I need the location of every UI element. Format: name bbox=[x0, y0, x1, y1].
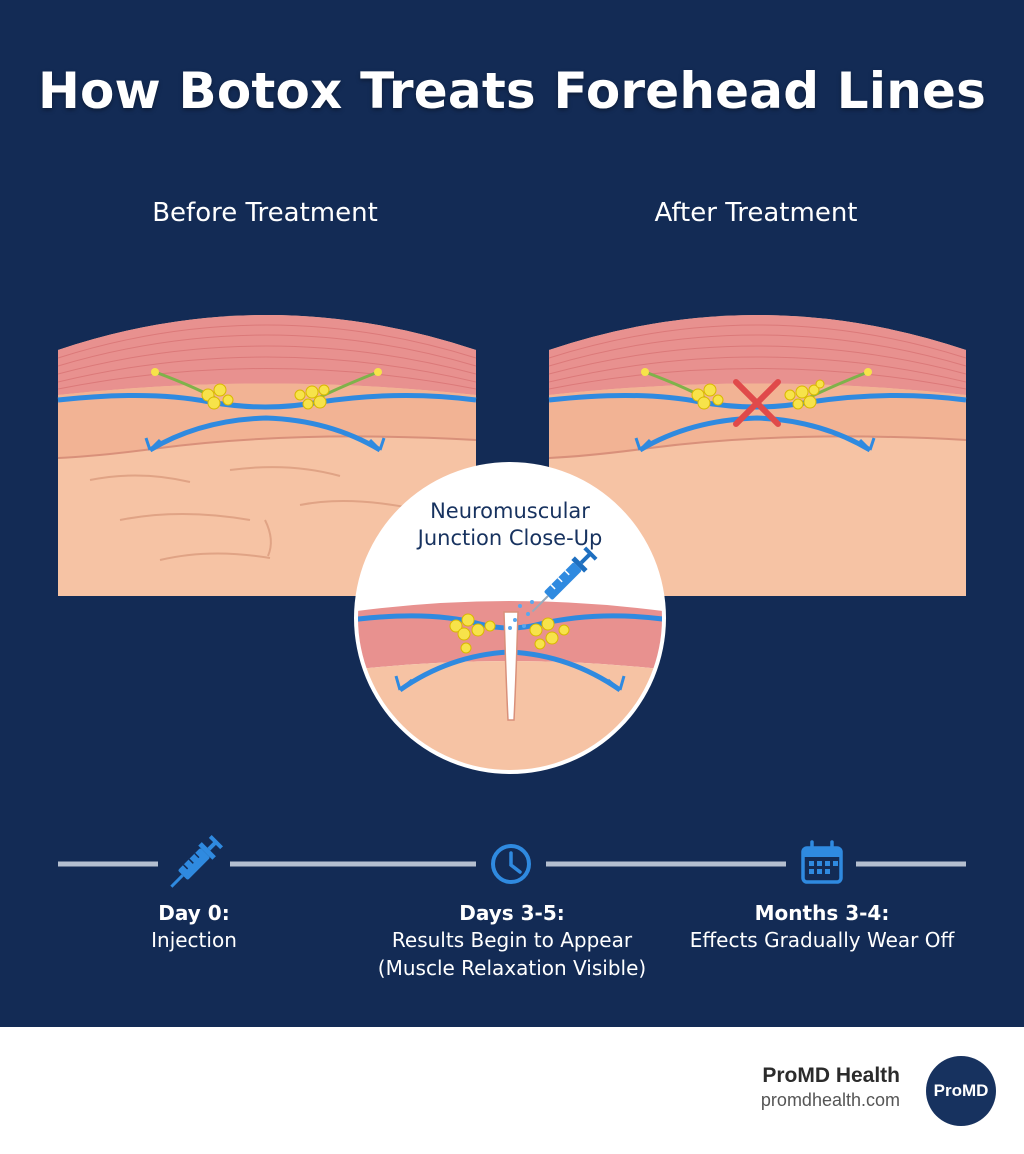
before-skin-diagram bbox=[57, 315, 477, 596]
closeup-label-line1: Neuromuscular bbox=[430, 499, 590, 523]
brand-logo: ProMD bbox=[926, 1056, 996, 1126]
timeline-step-days3-5: Days 3-5: Results Begin to Appear (Muscl… bbox=[352, 900, 672, 982]
timeline-step-heading: Day 0: bbox=[158, 901, 230, 925]
timeline-step-day0: Day 0: Injection bbox=[34, 900, 354, 954]
timeline bbox=[58, 835, 966, 888]
brand-name: ProMD Health bbox=[762, 1064, 900, 1087]
timeline-step-months3-4: Months 3-4: Effects Gradually Wear Off bbox=[662, 900, 982, 954]
timeline-step-desc: Effects Gradually Wear Off bbox=[689, 928, 955, 952]
after-label: After Treatment bbox=[654, 198, 858, 228]
illustration bbox=[57, 315, 967, 888]
syringe-icon bbox=[170, 835, 223, 888]
before-label: Before Treatment bbox=[152, 198, 378, 228]
timeline-step-desc: (Muscle Relaxation Visible) bbox=[377, 956, 647, 980]
syringe-closeup-icon bbox=[531, 546, 598, 613]
closeup-label-line2: Junction Close-Up bbox=[417, 526, 603, 550]
closeup-label: Neuromuscular Junction Close-Up bbox=[360, 498, 660, 552]
timeline-step-heading: Days 3-5: bbox=[459, 901, 565, 925]
closeup-lens bbox=[354, 462, 666, 774]
timeline-step-desc: Results Begin to Appear bbox=[391, 928, 633, 952]
page-title: How Botox Treats Forehead Lines bbox=[37, 62, 987, 120]
after-skin-diagram bbox=[548, 315, 967, 596]
footer bbox=[0, 1027, 1024, 1154]
timeline-step-desc: Injection bbox=[151, 928, 237, 952]
blocked-x-icon bbox=[733, 379, 781, 427]
brand-url-link[interactable]: promdhealth.com bbox=[760, 1090, 900, 1110]
calendar-icon bbox=[801, 840, 843, 884]
timeline-step-heading: Months 3-4: bbox=[754, 901, 890, 925]
clock-icon bbox=[491, 844, 531, 884]
